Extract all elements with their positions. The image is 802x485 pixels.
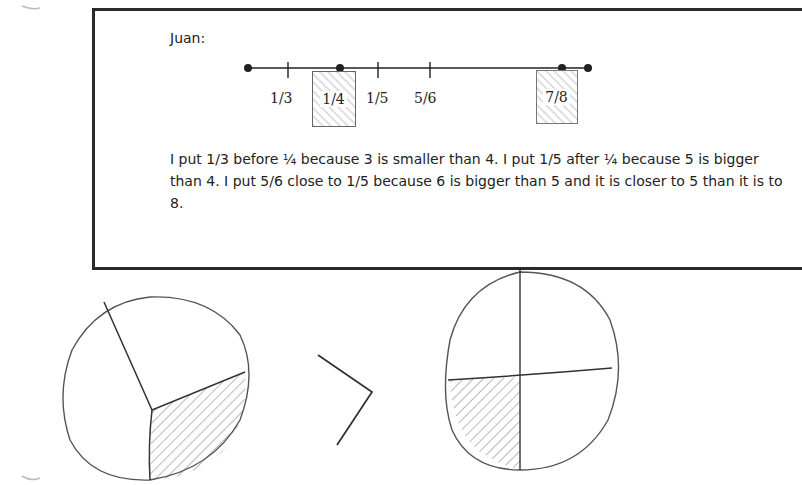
greater-than-sign bbox=[318, 355, 372, 445]
shaded-part bbox=[450, 377, 520, 468]
fraction-label: 1/5 bbox=[366, 90, 389, 106]
tick-mark bbox=[287, 62, 288, 78]
explanation-text: I put 1/3 before ¼ because 3 is smaller … bbox=[170, 148, 785, 214]
shaded-box: 1/4 bbox=[312, 71, 356, 127]
tick-mark bbox=[377, 62, 378, 78]
number-line bbox=[248, 67, 588, 69]
line-dot bbox=[244, 64, 252, 72]
margin-mark bbox=[22, 6, 40, 9]
fraction-label: 7/8 bbox=[543, 89, 570, 105]
fraction-label: 1/4 bbox=[320, 91, 347, 107]
line-dot bbox=[584, 64, 592, 72]
divide-line bbox=[149, 410, 152, 480]
fraction-label: 1/3 bbox=[270, 90, 293, 106]
fraction-circle bbox=[63, 297, 249, 480]
response-box: Juan: I put 1/3 before ¼ because 3 is sma… bbox=[92, 8, 802, 270]
divide-line bbox=[104, 302, 245, 410]
student-name: Juan: bbox=[170, 28, 370, 48]
divide-line bbox=[448, 368, 612, 380]
divide-line bbox=[519, 270, 520, 470]
shaded-box: 7/8 bbox=[536, 70, 578, 124]
margin-mark bbox=[22, 476, 40, 480]
fraction-circle bbox=[445, 272, 618, 470]
fraction-label: 5/6 bbox=[414, 90, 437, 106]
tick-mark bbox=[429, 62, 430, 78]
